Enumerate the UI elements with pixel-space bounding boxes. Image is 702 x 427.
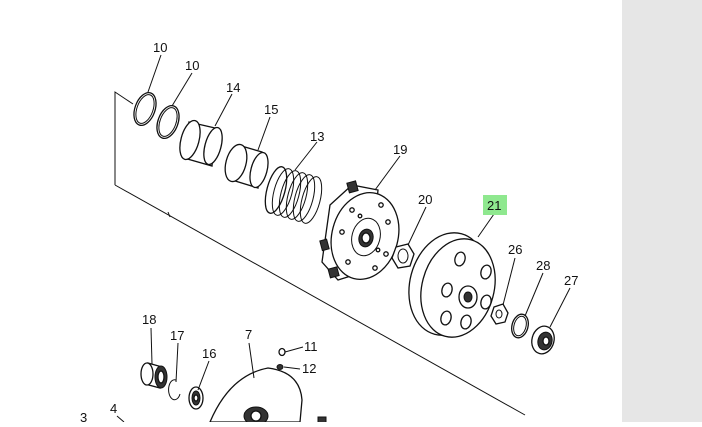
callout-20[interactable]: 20: [418, 192, 432, 207]
callout-17[interactable]: 17: [170, 328, 184, 343]
part-21-clutch-housing[interactable]: [398, 224, 506, 346]
part-15-bushing[interactable]: [221, 142, 271, 189]
callout-12[interactable]: 12: [302, 361, 316, 376]
leader-lines: [116, 54, 571, 423]
side-panel: [622, 0, 702, 422]
callout-10a[interactable]: 10: [153, 40, 167, 55]
callout-26[interactable]: 26: [508, 242, 522, 257]
part-13-spring[interactable]: [261, 164, 326, 225]
part-11-pin[interactable]: [278, 347, 286, 357]
callout-28[interactable]: 28: [536, 258, 550, 273]
callout-14[interactable]: 14: [226, 80, 240, 95]
part-27-bearing[interactable]: [529, 324, 557, 357]
callout-labels: 10 10 14 15 13 19 20 21 26 28 27 18 17 7…: [80, 40, 578, 425]
part-7-sheave[interactable]: [209, 367, 327, 426]
part-28-ring[interactable]: [509, 312, 531, 339]
callout-10b[interactable]: 10: [185, 58, 199, 73]
callout-27[interactable]: 27: [564, 273, 578, 288]
callout-18[interactable]: 18: [142, 312, 156, 327]
part-26-nut[interactable]: [490, 303, 509, 325]
exploded-parts-diagram: 10 10 14 15 13 19 20 21 26 28 27 18 17 7…: [80, 40, 578, 426]
callout-3[interactable]: 3: [80, 410, 87, 425]
part-17-circlip[interactable]: [168, 379, 181, 401]
callout-21[interactable]: 21: [487, 198, 501, 213]
part-20-washer[interactable]: [391, 243, 415, 269]
callout-21-highlight: [483, 195, 507, 215]
part-18-needle-bearing[interactable]: [140, 362, 168, 389]
callout-7[interactable]: 7: [245, 327, 252, 342]
part-19-clutch-carrier[interactable]: [319, 180, 408, 287]
callout-4[interactable]: 4: [110, 401, 117, 416]
callout-11[interactable]: 11: [304, 339, 318, 354]
part-16-seal[interactable]: [188, 386, 204, 410]
callout-16[interactable]: 16: [202, 346, 216, 361]
assembly-frame-lines: [114, 91, 526, 416]
callout-19[interactable]: 19: [393, 142, 407, 157]
part-14-collar[interactable]: [176, 118, 226, 167]
callout-13[interactable]: 13: [310, 129, 324, 144]
callout-15[interactable]: 15: [264, 102, 278, 117]
part-12-washer[interactable]: [276, 364, 284, 370]
part-10-o-ring-b[interactable]: [153, 103, 183, 142]
part-10-o-ring-a[interactable]: [130, 90, 160, 129]
